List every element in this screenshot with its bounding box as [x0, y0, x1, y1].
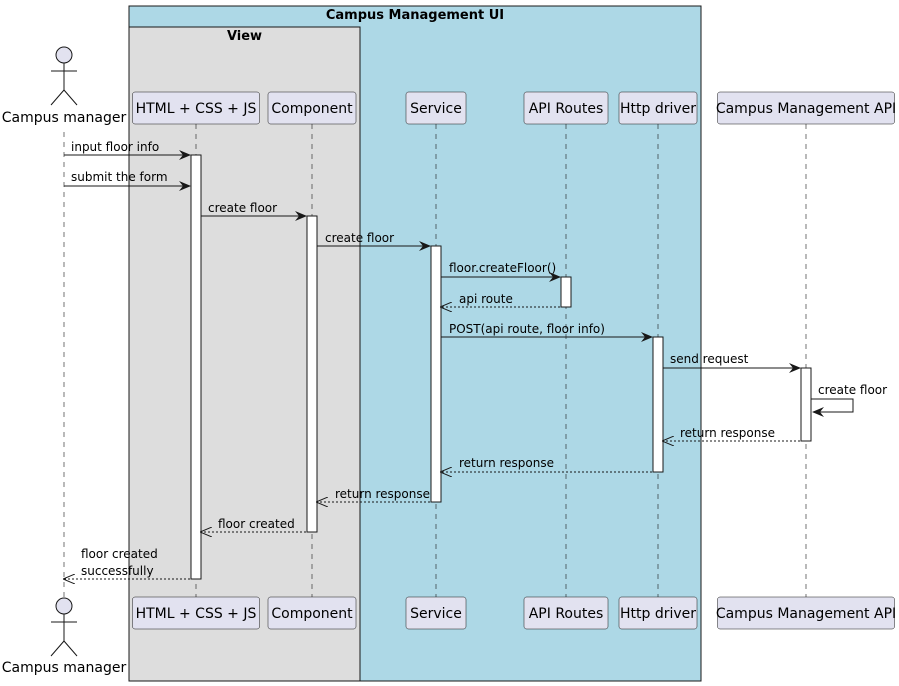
- activation-bar-html: [190, 154, 202, 580]
- message-1: input floor info: [64, 140, 191, 160]
- message-11: return response: [441, 456, 652, 472]
- participant-box: [267, 596, 357, 630]
- participant-service-top: Service: [405, 91, 467, 125]
- participant-service-bottom: Service: [405, 596, 467, 630]
- participant-label: Http driver: [620, 101, 696, 117]
- participant-campus_api-bottom: Campus Management API: [716, 596, 896, 630]
- participant-label: Campus Management API: [716, 101, 896, 117]
- message-9: create floor: [811, 383, 887, 417]
- participant-label: Service: [410, 101, 462, 117]
- participant-label: Service: [410, 606, 462, 622]
- message-label: create floor: [208, 201, 277, 215]
- participants-top: Campus manager HTML + CSS + JS Component Se…: [2, 46, 896, 126]
- message-label: floor created: [218, 517, 295, 531]
- message-13: floor created: [201, 517, 306, 532]
- message-label: floor.createFloor(): [449, 261, 556, 275]
- participant-label: API Routes: [529, 606, 604, 622]
- message-label: api route: [459, 292, 513, 306]
- participant-label: Http driver: [620, 606, 696, 622]
- participant-api_routes-top: API Routes: [523, 91, 609, 125]
- message-label: submit the form: [71, 170, 168, 184]
- participant-component-bottom: Component: [267, 596, 357, 630]
- messages: input floor info submit the form create fl…: [64, 140, 887, 579]
- participant-box: [132, 91, 260, 125]
- message-label: send request: [670, 352, 749, 366]
- participant-html-top: HTML + CSS + JS: [132, 91, 260, 125]
- participant-campus_api-top: Campus Management API: [716, 91, 896, 125]
- participant-http_driver-top: Http driver: [618, 91, 698, 125]
- self-message-arrow: [811, 398, 854, 417]
- message-3: create floor: [201, 201, 307, 221]
- message-label: input floor info: [71, 140, 159, 154]
- participant-box: [132, 596, 260, 630]
- inner-box-title: View: [227, 29, 262, 44]
- participant-box: [405, 596, 467, 630]
- activation-bar-http_driver: [652, 336, 664, 473]
- message-label: successfully: [81, 564, 154, 578]
- participant-label: HTML + CSS + JS: [136, 606, 257, 622]
- message-4: create floor: [317, 231, 431, 251]
- inner-box-background: [128, 26, 361, 682]
- participant-label: Component: [271, 101, 353, 117]
- message-label: floor created: [81, 547, 158, 561]
- activation-bars: [190, 154, 812, 580]
- message-8: send request: [663, 352, 801, 373]
- message-label: return response: [680, 426, 775, 440]
- participants-bottom: Campus manager HTML + CSS + JS Component Se…: [2, 596, 896, 676]
- message-label: create floor: [325, 231, 394, 245]
- participant-http_driver-bottom: Http driver: [618, 596, 698, 630]
- stick-figure-icon: [50, 46, 78, 106]
- box-view: View: [128, 26, 361, 682]
- participant-box: [405, 91, 467, 125]
- message-6: api route: [441, 292, 560, 307]
- message-12: return response: [317, 487, 430, 502]
- participant-manager-bottom: Campus manager: [2, 597, 127, 676]
- participant-box: [717, 91, 895, 125]
- participant-html-bottom: HTML + CSS + JS: [132, 596, 260, 630]
- message-label: return response: [335, 487, 430, 501]
- message-14: floor created successfully: [64, 547, 190, 579]
- stick-figure-icon: [50, 597, 78, 657]
- participant-box: [267, 91, 357, 125]
- participant-component-top: Component: [267, 91, 357, 125]
- participant-label: HTML + CSS + JS: [136, 101, 257, 117]
- participant-box: [717, 596, 895, 630]
- message-label: POST(api route, floor info): [449, 322, 605, 336]
- message-label: return response: [459, 456, 554, 470]
- participant-manager-top: Campus manager: [2, 46, 127, 126]
- activation-bar-campus_api: [800, 367, 812, 442]
- message-label: create floor: [818, 383, 887, 397]
- message-7: POST(api route, floor info): [441, 322, 653, 342]
- message-10: return response: [663, 426, 800, 441]
- participant-label: Component: [271, 606, 353, 622]
- message-5: floor.createFloor(): [441, 261, 561, 282]
- participant-box: [618, 91, 698, 125]
- participant-label: Campus Management API: [716, 606, 896, 622]
- participant-box: [523, 91, 609, 125]
- participant-api_routes-bottom: API Routes: [523, 596, 609, 630]
- actor-label: Campus manager: [2, 110, 127, 126]
- participant-box: [523, 596, 609, 630]
- message-2: submit the form: [64, 170, 191, 191]
- activation-bar-api_routes: [560, 276, 572, 308]
- outer-box-title: Campus Management UI: [326, 8, 504, 23]
- participant-label: API Routes: [529, 101, 604, 117]
- actor-label: Campus manager: [2, 660, 127, 676]
- participant-box: [618, 596, 698, 630]
- activation-bar-service: [430, 245, 442, 503]
- activation-bar-component: [306, 215, 318, 533]
